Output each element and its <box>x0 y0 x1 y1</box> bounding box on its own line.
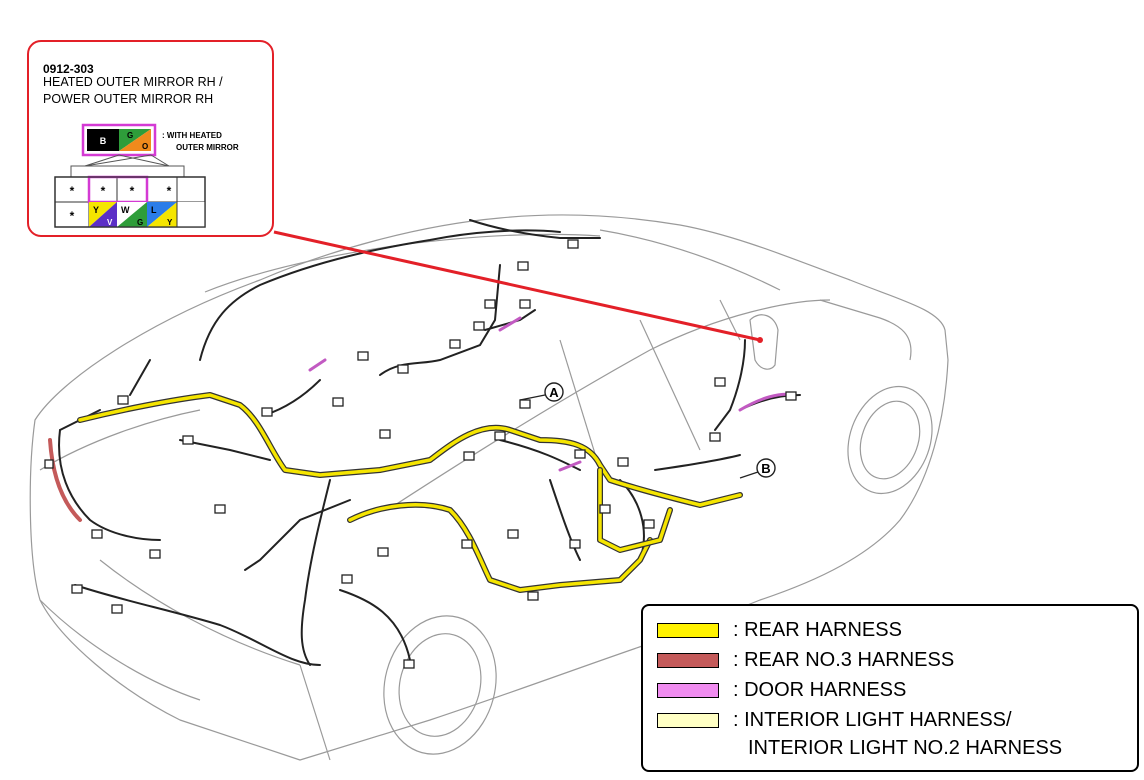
legend-swatch-door <box>657 682 719 698</box>
legend-label-interior-light-no2: INTERIOR LIGHT NO.2 HARNESS <box>748 737 1063 759</box>
mirror-connector-callout: 0912-303 HEATED OUTER MIRROR RH / POWER … <box>27 40 274 237</box>
legend-swatch-rear <box>657 622 719 638</box>
callout-leader-line <box>273 230 761 342</box>
pin-o: O <box>142 142 148 151</box>
pin-b: B <box>100 136 107 146</box>
rear-harness <box>77 392 743 593</box>
black-wiring <box>58 219 801 666</box>
harness-legend: : REAR HARNESS : REAR NO.3 HARNESS : DOO… <box>641 604 1139 772</box>
connector-code: 0912-303 <box>43 62 94 76</box>
mirror-connector-point <box>757 337 763 343</box>
cell-r2c4-sub: Y <box>167 218 173 227</box>
connector-note-line1: : WITH HEATED <box>162 131 222 140</box>
legend-item-rear-harness: : REAR HARNESS <box>657 618 902 642</box>
legend-label-door: : DOOR HARNESS <box>733 678 907 701</box>
marker-b: B <box>739 458 776 479</box>
marker-b-label: B <box>761 461 770 476</box>
connector-title-line2: POWER OUTER MIRROR RH <box>43 92 214 106</box>
cell-r2c3-main: W <box>121 205 130 215</box>
marker-a: A <box>519 382 564 402</box>
main-connector-grid: * * * * * Y V W G L Y <box>54 175 206 228</box>
cell-r1c2: * <box>101 184 106 198</box>
cell-r1c4: * <box>167 184 172 198</box>
cell-r2c1: * <box>70 209 75 223</box>
connector-pinout: B G O * * * * * <box>54 123 206 228</box>
cell-r2c2-sub: V <box>107 218 113 227</box>
legend-label-rear: : REAR HARNESS <box>733 618 902 641</box>
legend-label-rear-no3: : REAR NO.3 HARNESS <box>733 648 955 671</box>
rear-no3-harness <box>48 438 82 522</box>
connectors <box>44 239 797 669</box>
cell-r1c3: * <box>130 184 135 198</box>
cell-r2c3-sub: G <box>137 218 143 227</box>
legend-swatch-interior-light <box>657 712 719 728</box>
cell-r2c2-main: Y <box>93 205 99 215</box>
legend-swatch-rear-no3 <box>657 652 719 668</box>
connector-title-line1: HEATED OUTER MIRROR RH / <box>43 75 223 89</box>
car-body-outline <box>29 214 949 761</box>
marker-a-label: A <box>549 385 559 400</box>
heated-mirror-connector: B G O <box>81 123 157 157</box>
cell-r1c1: * <box>70 184 75 198</box>
legend-item-interior-light-harness: : INTERIOR LIGHT HARNESS/ <box>657 708 1012 732</box>
connector-body <box>70 154 185 177</box>
legend-label-interior-light: : INTERIOR LIGHT HARNESS/ <box>733 708 1012 731</box>
pin-g: G <box>127 131 133 140</box>
legend-item-rear-no3-harness: : REAR NO.3 HARNESS <box>657 648 954 672</box>
connector-note-line2: OUTER MIRROR <box>176 143 239 152</box>
legend-item-door-harness: : DOOR HARNESS <box>657 678 906 702</box>
cell-r2c4-main: L <box>151 205 157 215</box>
